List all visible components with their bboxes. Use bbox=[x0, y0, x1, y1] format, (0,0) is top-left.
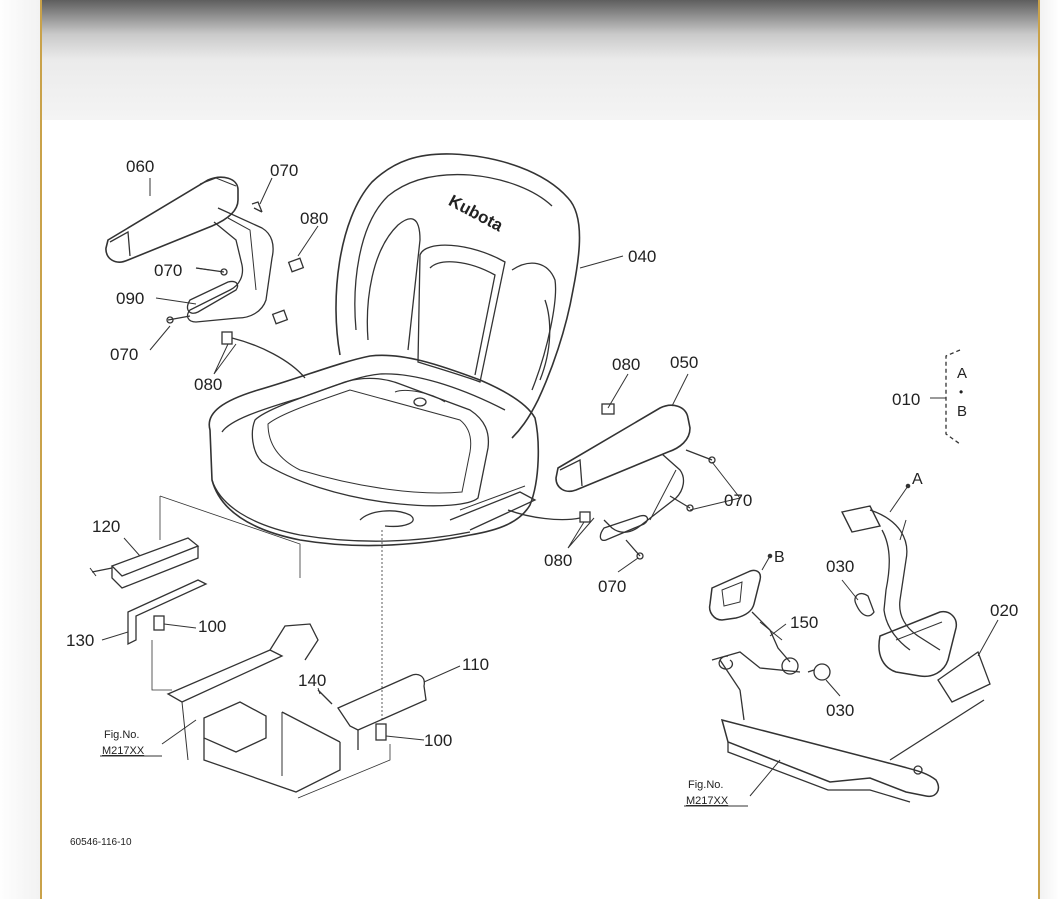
label-080-b: 080 bbox=[194, 375, 222, 394]
label-080-c: 080 bbox=[612, 355, 640, 374]
label-070-a: 070 bbox=[270, 161, 298, 180]
parts-diagram-svg: Kubota bbox=[66, 153, 1018, 848]
fig-ref-left-line2: M217XX bbox=[102, 745, 145, 757]
fig-ref-left-line1: Fig.No. bbox=[104, 729, 139, 741]
label-120: 120 bbox=[92, 517, 120, 536]
leader-lines bbox=[101, 177, 999, 797]
label-030-b: 030 bbox=[826, 701, 854, 720]
label-070-c: 070 bbox=[110, 345, 138, 364]
fig-ref-right-line2: M217XX bbox=[686, 795, 729, 807]
label-090: 090 bbox=[116, 289, 144, 308]
label-130: 130 bbox=[66, 631, 94, 650]
fig-ref-right-line1: Fig.No. bbox=[688, 779, 723, 791]
label-080-a: 080 bbox=[300, 209, 328, 228]
frame-left-line bbox=[40, 0, 42, 899]
right-armrest-050 bbox=[507, 403, 716, 560]
bracket-a: A bbox=[957, 365, 967, 382]
label-050: 050 bbox=[670, 353, 698, 372]
seat-mount-left bbox=[89, 495, 427, 799]
bottom-margin bbox=[42, 874, 1038, 899]
top-shadow bbox=[0, 0, 1058, 120]
label-a: A bbox=[912, 471, 923, 488]
left-margin bbox=[0, 0, 40, 899]
label-110: 110 bbox=[462, 655, 489, 674]
brand-mark: Kubota bbox=[446, 191, 507, 236]
seat-belt-a bbox=[840, 505, 991, 703]
label-080-d: 080 bbox=[544, 551, 572, 570]
label-100-a: 100 bbox=[198, 617, 226, 636]
label-150: 150 bbox=[790, 613, 818, 632]
parts-diagram: Kubota bbox=[42, 122, 1038, 874]
label-100-b: 100 bbox=[424, 731, 452, 750]
bracket-b: B bbox=[957, 403, 967, 420]
label-040: 040 bbox=[628, 247, 656, 266]
label-070-d: 070 bbox=[724, 491, 752, 510]
label-b: B bbox=[774, 549, 785, 566]
label-060: 060 bbox=[126, 157, 154, 176]
label-010: 010 bbox=[892, 390, 920, 409]
right-margin bbox=[1040, 0, 1058, 899]
bracket-010 bbox=[945, 349, 961, 445]
part-labels: 060 070 080 070 090 070 080 040 080 050 … bbox=[66, 157, 1018, 848]
label-140: 140 bbox=[298, 671, 326, 690]
bracket-dot: • bbox=[959, 385, 963, 399]
frame-right-line bbox=[1038, 0, 1040, 899]
seat-belt-b bbox=[708, 569, 985, 803]
label-070-e: 070 bbox=[598, 577, 626, 596]
left-armrest-060 bbox=[105, 176, 306, 379]
label-020: 020 bbox=[990, 601, 1018, 620]
label-030-a: 030 bbox=[826, 557, 854, 576]
label-070-b: 070 bbox=[154, 261, 182, 280]
doc-code: 60546-116-10 bbox=[70, 837, 132, 848]
